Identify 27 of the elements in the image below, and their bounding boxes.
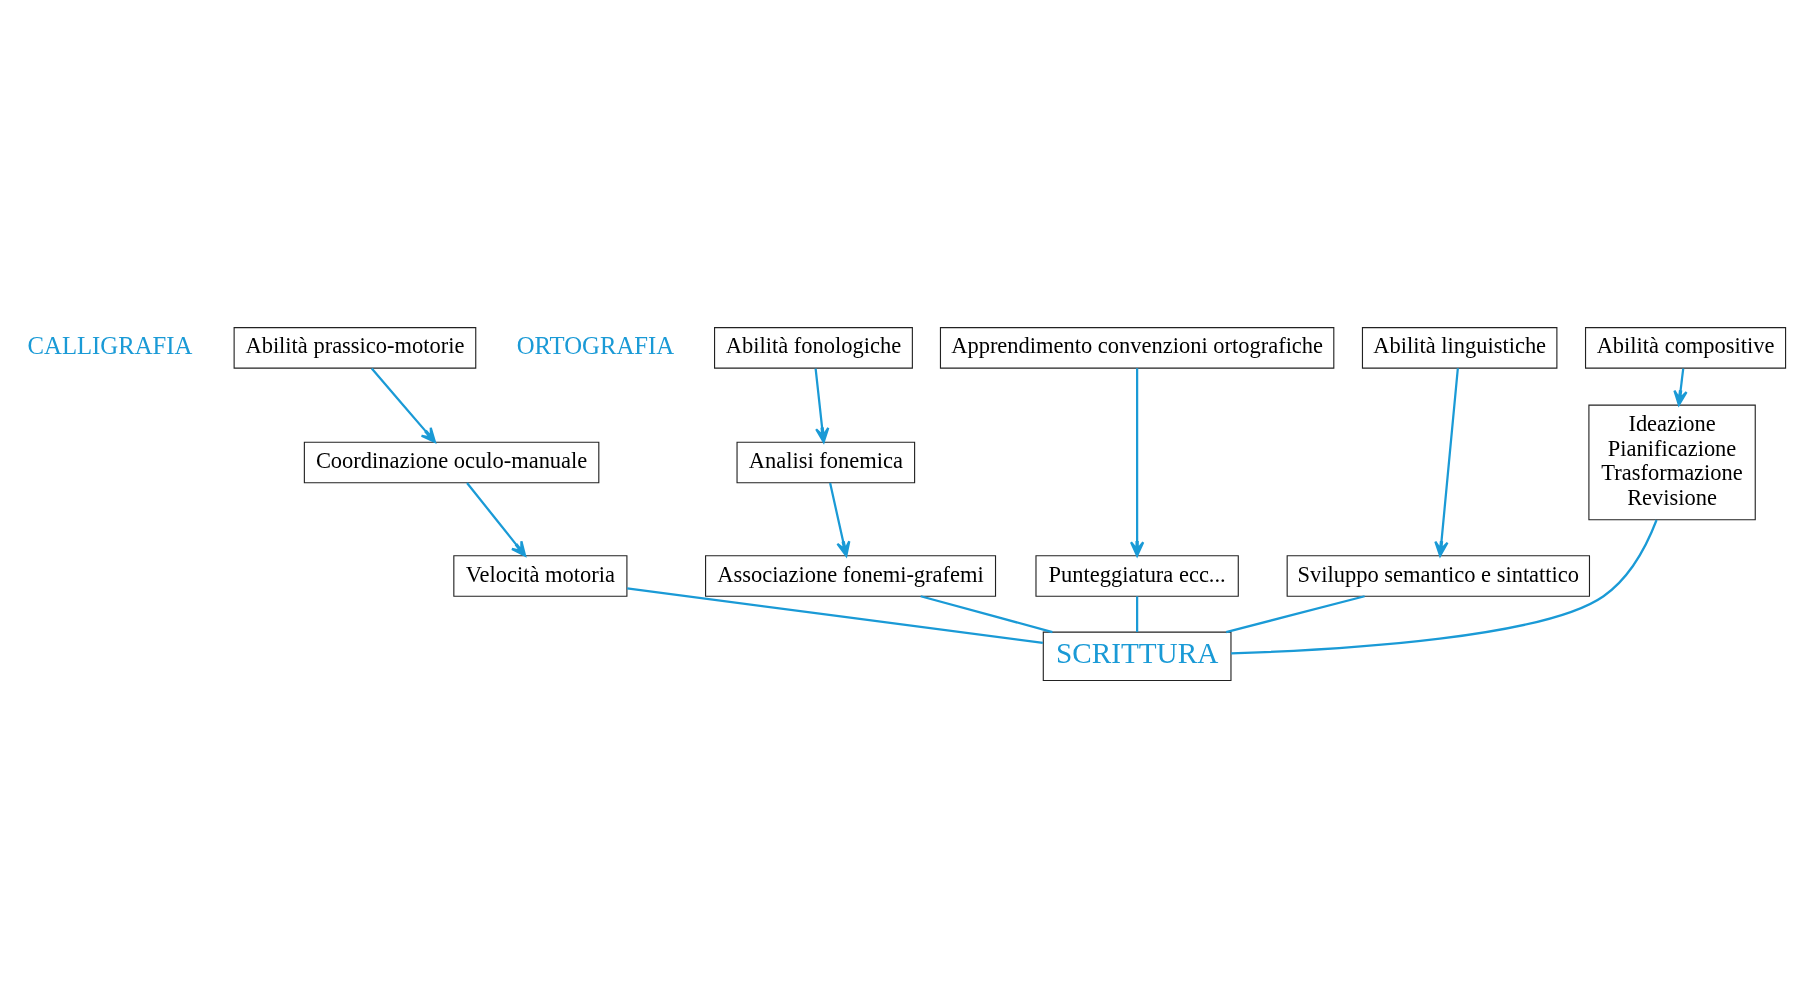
- connector: [627, 586, 1043, 644]
- arrow: [829, 482, 851, 557]
- node-box: Apprendimento convenzioni ortografiche: [939, 326, 1335, 369]
- node-box: SCRITTURA: [1042, 631, 1232, 681]
- arrow: [1129, 367, 1145, 557]
- node-box: Abilità fonologiche: [714, 326, 913, 369]
- label: CALLIGRAFIA: [27, 331, 193, 359]
- connector: [1136, 595, 1139, 632]
- arrow: [814, 367, 830, 443]
- connector: [1231, 519, 1658, 655]
- node-box: Associazione fonemi-grafemi: [705, 554, 997, 597]
- node-box: Velocità motoria: [453, 554, 628, 597]
- arrow: [1673, 367, 1688, 406]
- node-box: Sviluppo semantico e sintattico: [1286, 554, 1591, 597]
- connector: [920, 594, 1053, 633]
- node-box: Ideazione Pianificazione Trasformazione Revisione: [1588, 404, 1756, 520]
- node-box: Analisi fonemica: [736, 441, 916, 483]
- node-box: Abilità prassico-motorie: [233, 326, 477, 369]
- connector: [1225, 594, 1365, 633]
- node-box: Punteggiatura ecc...: [1035, 554, 1239, 597]
- node-box: Coordinazione oculo-manuale: [303, 441, 600, 483]
- arrow: [370, 367, 437, 443]
- arrow: [1434, 367, 1459, 557]
- label: ORTOGRAFIA: [516, 331, 675, 359]
- node-box: Abilità linguistiche: [1361, 326, 1558, 369]
- arrow: [466, 481, 527, 557]
- node-box: Abilità compositive: [1585, 326, 1787, 369]
